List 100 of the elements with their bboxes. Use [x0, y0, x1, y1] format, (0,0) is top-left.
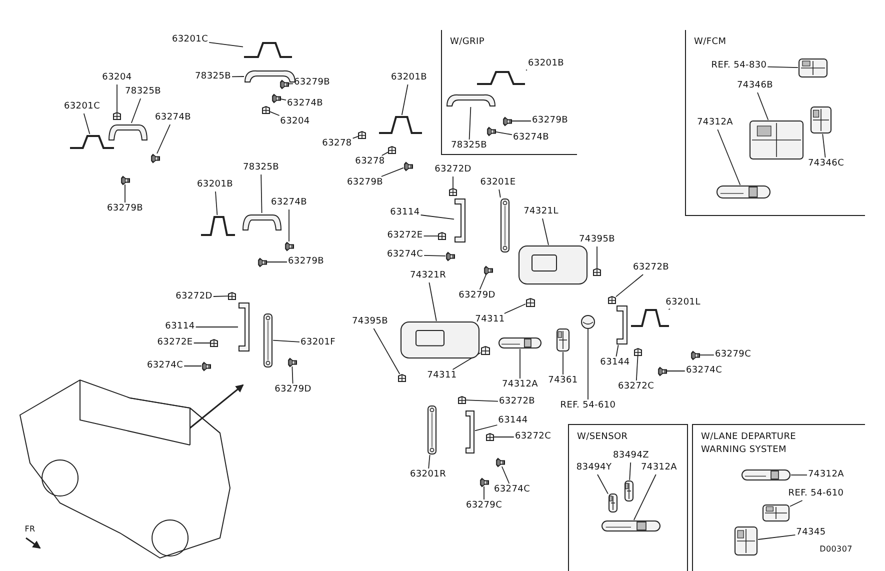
clip-icon: [388, 146, 396, 154]
leader-line: [790, 500, 803, 507]
leader-line: [292, 366, 294, 384]
panel-heading: W/GRIP: [450, 36, 484, 49]
bracket-drawing: [200, 215, 236, 237]
clip-icon: [593, 268, 601, 276]
leader-line: [466, 400, 498, 402]
leader-line: [208, 42, 244, 48]
leader-line: [636, 356, 638, 381]
part-number: 63279B: [294, 78, 330, 88]
part-number: 63272C: [514, 432, 552, 442]
panel-heading: W/SENSOR: [577, 431, 628, 444]
mirror-drawing: [498, 337, 542, 349]
bolt-icon: [288, 358, 296, 366]
leader-line: [272, 340, 300, 342]
bracket-drawing: [476, 70, 526, 86]
inset-panel: [685, 30, 865, 216]
part-number: 63204: [102, 72, 132, 84]
part-number: 63272E: [387, 230, 423, 242]
part-number: 63274B: [287, 98, 323, 110]
bolt-icon: [258, 258, 266, 266]
leader-line: [562, 352, 564, 375]
cover-drawing: [556, 328, 570, 352]
bolt-icon: [486, 126, 496, 136]
part-number: 63279C: [466, 500, 502, 512]
clip-icon: [210, 339, 218, 347]
cover-drawing: [810, 106, 832, 134]
leader-line: [629, 462, 632, 480]
bolt-icon: [284, 242, 294, 250]
cover-drawing: [608, 493, 618, 513]
part-number: 63278: [322, 138, 352, 150]
clip-icon: [608, 296, 616, 304]
part-number: 74312A: [502, 380, 538, 390]
leader-line: [352, 136, 358, 139]
leader-line: [381, 152, 388, 156]
leader-line: [280, 98, 286, 101]
bolt-icon: [150, 154, 160, 162]
bracket-drawing: [378, 115, 422, 135]
part-number: 83494Y: [576, 462, 612, 474]
sun-visor-drawing: [518, 245, 588, 285]
part-number: 63279D: [458, 290, 496, 302]
part-number: REF. 54-830: [711, 60, 767, 72]
grip-handle-drawing: [242, 213, 282, 231]
part-number: 63279B: [107, 204, 143, 214]
leader-line: [270, 111, 280, 116]
leader-line: [498, 189, 501, 198]
cap-icon: [581, 315, 595, 329]
mirror-drawing: [601, 520, 661, 532]
inset-panel: [568, 424, 688, 571]
part-number: 63144: [600, 358, 630, 368]
bolt-icon: [480, 478, 488, 486]
clip-icon: [228, 292, 236, 300]
bolt-icon: [202, 362, 210, 370]
inset-panel: [692, 424, 865, 571]
part-number: 63272E: [157, 338, 193, 348]
leader-line: [790, 474, 808, 476]
leader-line: [494, 436, 514, 438]
leader-line: [511, 120, 532, 122]
bolt-icon: [658, 366, 666, 376]
bracket-drawing: [500, 198, 510, 252]
cover-drawing: [748, 120, 804, 160]
clip-icon: [358, 131, 366, 139]
cover-drawing: [798, 58, 828, 78]
leader-line: [116, 84, 118, 112]
leader-line: [474, 424, 498, 432]
clip-icon: [634, 348, 642, 356]
bolt-icon: [272, 94, 280, 102]
cover-drawing: [762, 504, 790, 522]
clip-icon: [438, 232, 446, 240]
part-number: 74311: [427, 370, 457, 382]
part-number: 63279B: [532, 116, 568, 126]
bolt-icon: [502, 116, 512, 126]
part-number: 78325B: [195, 72, 231, 82]
grip-handle-drawing: [446, 93, 496, 107]
part-number: 63279C: [714, 350, 752, 360]
part-number: 74321L: [524, 206, 558, 218]
part-number: 63201F: [300, 338, 336, 348]
leader-line: [596, 246, 598, 268]
leader-line: [156, 124, 171, 154]
bracket-drawing: [427, 405, 437, 455]
bolt-icon: [496, 458, 504, 466]
leader-line: [495, 131, 512, 136]
bolt-icon: [120, 176, 130, 184]
bolt-icon: [690, 350, 700, 360]
leader-line: [717, 129, 741, 186]
part-number: 78325B: [243, 162, 279, 174]
cover-drawing: [624, 480, 634, 502]
part-number: 74312A: [808, 470, 844, 480]
bolt-icon: [280, 80, 288, 88]
part-number: 63201C: [64, 102, 100, 112]
leader-line: [212, 296, 228, 297]
grip-handle-drawing: [616, 305, 628, 345]
part-number: 63272D: [434, 164, 472, 176]
leader-line: [758, 534, 796, 540]
inset-panel: [441, 30, 577, 155]
leader-line: [616, 274, 644, 298]
part-number: 63279B: [288, 256, 324, 268]
grip-handle-drawing: [108, 123, 148, 141]
leader-line: [124, 184, 126, 203]
part-number: 63279B: [347, 178, 383, 188]
